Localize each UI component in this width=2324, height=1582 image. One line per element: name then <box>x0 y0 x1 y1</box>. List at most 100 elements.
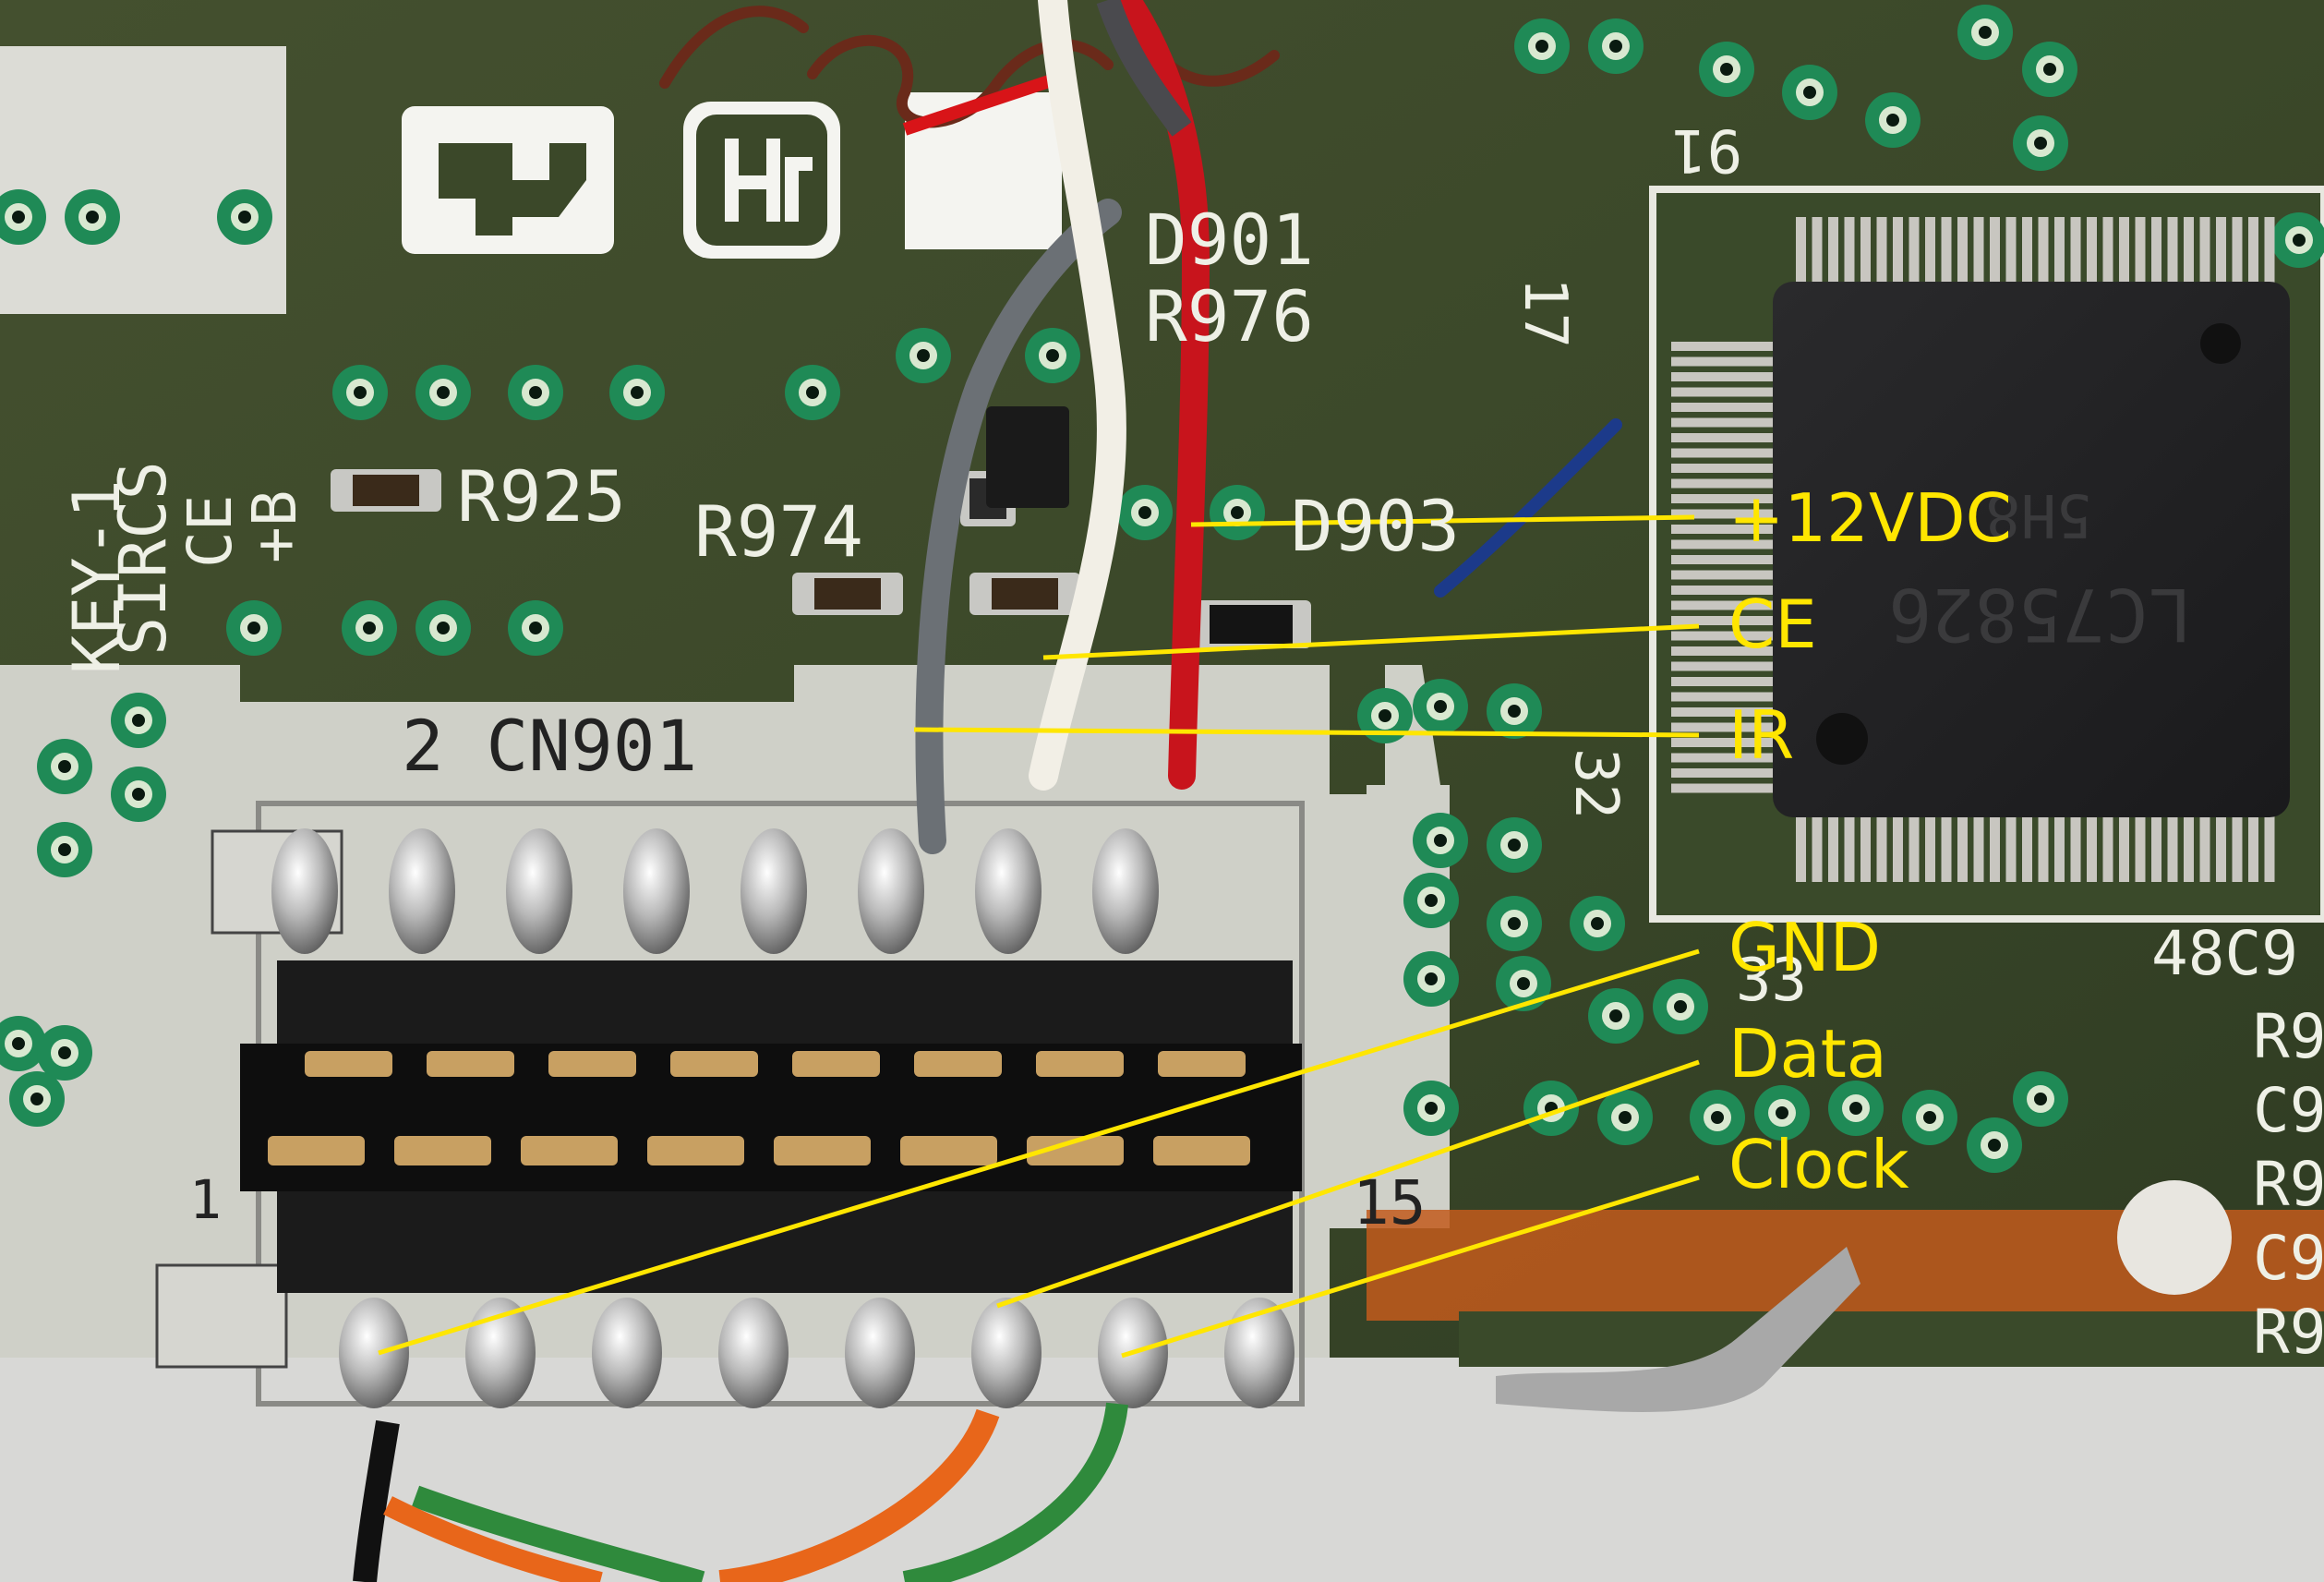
chip-pin-top-10 <box>1957 217 1968 286</box>
annotation-ir: IR <box>1728 696 1795 774</box>
pcb-label-d901: D901 <box>1145 199 1315 281</box>
gold-contact-top-1 <box>427 1051 514 1077</box>
logo-4t <box>402 106 614 254</box>
chip-pin-top-14 <box>2022 217 2032 286</box>
pcb-label-pin33: 33 <box>1736 947 1808 1015</box>
via-hole-49 <box>1923 1111 1936 1124</box>
solder-pad-bottom-2 <box>592 1298 662 1408</box>
solder-pad-top-2 <box>506 828 572 954</box>
pcb-label-sircs: SIRCS <box>105 461 181 656</box>
chip-pin-left-20 <box>1671 646 1782 656</box>
wire-orange-left <box>383 1496 603 1582</box>
chip-pin-left-24 <box>1671 707 1782 717</box>
pcb-label-c9b: C9 <box>2253 1223 2324 1294</box>
pcb-label-r976: R976 <box>1145 275 1315 357</box>
chip-pin-bottom-21 <box>2135 813 2146 882</box>
gold-contact-top-2 <box>548 1051 636 1077</box>
chip-pin-bottom-18 <box>2087 813 2097 882</box>
via-group <box>0 5 2324 1173</box>
chip-pin-bottom-24 <box>2184 813 2194 882</box>
solder-pad-bottom-1 <box>465 1298 536 1408</box>
pcb-label-pin48: 48C9 <box>2151 918 2298 989</box>
chip-pin-bottom-1 <box>1812 813 1823 882</box>
gold-contact-top-3 <box>670 1051 758 1077</box>
via-hole-52 <box>1425 1102 1438 1115</box>
via-hole-37 <box>1425 894 1438 907</box>
chip-pin-top-15 <box>2038 217 2049 286</box>
chip-pin-top-0 <box>1796 217 1806 286</box>
chip-pin-top-20 <box>2119 217 2129 286</box>
diode-d903 <box>1191 600 1311 648</box>
ic-chip-lc75826 <box>1671 217 2290 882</box>
transistor <box>986 406 1069 508</box>
via-hole-1 <box>86 211 99 223</box>
annotation-clock: Clock <box>1728 1126 1909 1203</box>
chip-pin-top-8 <box>1925 217 1935 286</box>
via-hole-0 <box>12 211 25 223</box>
pcb-label-c9a: C9 <box>2253 1075 2324 1146</box>
pcb-label-ce: CE <box>175 494 246 568</box>
silkscreen-region-left <box>0 46 286 314</box>
pcb-label-r974: R974 <box>694 490 864 573</box>
solder-pad-top-7 <box>1092 828 1159 954</box>
gold-contact-bottom-1 <box>394 1136 491 1165</box>
pcb-label-r9b: R9 <box>2253 1149 2324 1220</box>
chip-pin-top-17 <box>2070 217 2081 286</box>
via-hole-41 <box>1591 917 1604 930</box>
via-hole-9 <box>1046 349 1059 362</box>
chip-pin-top-9 <box>1941 217 1952 286</box>
gold-contact-bottom-2 <box>521 1136 618 1165</box>
via-hole-32 <box>1434 700 1447 713</box>
via-hole-21 <box>58 1046 71 1059</box>
via-hole-36 <box>1508 839 1521 851</box>
gold-contact-bottom-0 <box>268 1136 365 1165</box>
chip-pin-bottom-10 <box>1957 813 1968 882</box>
via-hole-12 <box>247 622 260 634</box>
pcb-label-pin15: 15 <box>1353 1167 1427 1238</box>
chip-pin-top-3 <box>1844 217 1855 286</box>
resistor-r9xx-a <box>792 573 903 615</box>
chip-pin-left-2 <box>1671 372 1782 381</box>
solder-pad-bottom-7 <box>1224 1298 1294 1408</box>
chip-pin-left-10 <box>1671 494 1782 503</box>
gold-contact-top-0 <box>305 1051 392 1077</box>
chip-pin-bottom-7 <box>1909 813 1920 882</box>
pcb-label-pin17: 17 <box>1511 277 1579 349</box>
chip-pin-left-7 <box>1671 448 1782 458</box>
chip-pin-top-5 <box>1876 217 1887 286</box>
gold-contact-bottom-5 <box>900 1136 997 1165</box>
chip-pin-bottom-0 <box>1796 813 1806 882</box>
via-hole-43 <box>1674 1000 1687 1013</box>
chip-pin-bottom-11 <box>1973 813 1984 882</box>
blue-wire <box>1434 418 1622 598</box>
via-hole-33 <box>1508 705 1521 718</box>
connector-cn901 <box>155 801 1305 1408</box>
chip-pin-top-25 <box>2199 217 2210 286</box>
via-hole-4 <box>437 386 450 399</box>
pcb-label-r9c: R9 <box>2253 1297 2324 1368</box>
via-hole-5 <box>529 386 542 399</box>
chip-pin-left-28 <box>1671 768 1782 778</box>
chip-pin-left-9 <box>1671 478 1782 489</box>
gold-contact-bottom-4 <box>774 1136 871 1165</box>
red-marker-line <box>902 67 1074 136</box>
chip-pin-top-29 <box>2264 217 2275 286</box>
via-hole-48 <box>1849 1102 1862 1115</box>
via-hole-20 <box>12 1037 25 1050</box>
chip-pin-bottom-27 <box>2232 813 2243 882</box>
chip-pin-bottom-12 <box>1990 813 2000 882</box>
chip-pin-top-19 <box>2102 217 2113 286</box>
via-hole-6 <box>631 386 644 399</box>
via-hole-22 <box>30 1093 43 1105</box>
chip-pin-left-23 <box>1671 692 1782 702</box>
via-hole-35 <box>1434 834 1447 847</box>
chip-pin-bottom-16 <box>2054 813 2065 882</box>
resistor-r925 <box>331 469 441 512</box>
chip-pin-left-13 <box>1671 539 1782 549</box>
via-hole-30 <box>2034 137 2047 150</box>
chip-pin-left-3 <box>1671 387 1782 397</box>
logo-hf <box>683 102 840 259</box>
chip-pin-bottom-2 <box>1828 813 1838 882</box>
chip-pin-bottom-29 <box>2264 813 2275 882</box>
